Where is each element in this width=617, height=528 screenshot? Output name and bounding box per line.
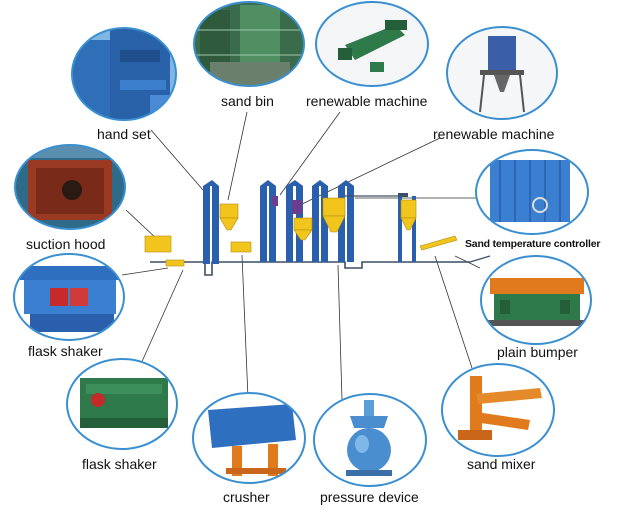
- label-crusher: crusher: [223, 489, 270, 505]
- flask-shaker-image-1: [13, 253, 125, 341]
- pressure-device-image: [313, 393, 427, 487]
- sand-temperature-controller-image: [475, 149, 589, 235]
- label-sand-bin: sand bin: [221, 93, 274, 109]
- label-renewable-machine-2: renewable machine: [433, 126, 555, 142]
- sand-bin-image: [193, 1, 305, 87]
- label-hand-set: hand set: [97, 126, 151, 142]
- central-plant: [144, 180, 491, 276]
- renewable-machine-image-1: [315, 1, 429, 87]
- flask-shaker-image-2: [66, 358, 178, 450]
- label-flask-shaker-1: flask shaker: [28, 343, 103, 359]
- label-sand-mixer: sand mixer: [467, 456, 536, 472]
- label-sand-temperature-controller: Sand temperature controller: [465, 238, 601, 250]
- suction-hood-image: [14, 144, 126, 230]
- plain-bumper-image: [480, 255, 592, 345]
- label-suction-hood: suction hood: [26, 236, 106, 252]
- crusher-image: [192, 392, 306, 484]
- label-flask-shaker-2: flask shaker: [82, 456, 157, 472]
- sand-mixer-image: [441, 363, 555, 457]
- label-pressure-device: pressure device: [320, 489, 419, 505]
- hand-set-image: [71, 27, 177, 121]
- label-renewable-machine-1: renewable machine: [306, 93, 428, 109]
- renewable-machine-image-2: [446, 26, 558, 120]
- label-plain-bumper: plain bumper: [497, 344, 578, 360]
